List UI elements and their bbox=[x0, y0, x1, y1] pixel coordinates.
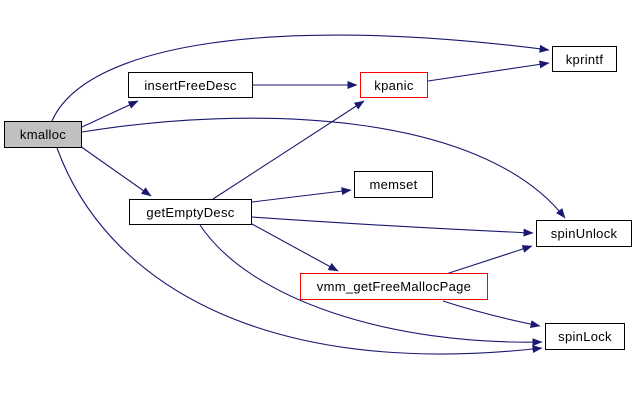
edge-kpanic-to-kprintf bbox=[427, 60, 550, 82]
graph-node-label: kprintf bbox=[565, 51, 604, 67]
edge-kmalloc-to-spinUnlock bbox=[81, 117, 566, 219]
graph-node-getEmptyDesc[interactable]: getEmptyDesc bbox=[129, 199, 252, 225]
graph-node-label: spinLock bbox=[558, 329, 612, 344]
graph-node-vmm_getFreeMallocPage[interactable]: vmm_getFreeMallocPage bbox=[300, 273, 488, 300]
graph-node-insertFreeDesc[interactable]: insertFreeDesc bbox=[128, 72, 253, 98]
edge-kmalloc-to-getEmptyDesc bbox=[79, 145, 152, 197]
graph-node-spinLock[interactable]: spinLock bbox=[545, 323, 625, 350]
edge-getEmptyDesc-to-spinUnlock bbox=[251, 216, 534, 237]
graph-node-memset[interactable]: memset bbox=[354, 171, 433, 198]
edge-kmalloc-to-spinLock bbox=[56, 147, 543, 355]
graph-node-kpanic[interactable]: kpanic bbox=[360, 72, 428, 98]
graph-node-label: getEmptyDesc bbox=[146, 204, 235, 220]
graph-node-label: kmalloc bbox=[19, 127, 67, 142]
edge-getEmptyDesc-to-vmm_getFreeMallocPage bbox=[251, 223, 339, 272]
edge-getEmptyDesc-to-spinLock bbox=[199, 224, 543, 347]
edge-getEmptyDesc-to-memset bbox=[251, 187, 352, 203]
edge-kmalloc-to-kprintf bbox=[51, 34, 550, 122]
graph-node-label: memset bbox=[369, 177, 418, 192]
graph-node-kmalloc[interactable]: kmalloc bbox=[4, 121, 82, 148]
edge-vmm_getFreeMallocPage-to-spinLock bbox=[442, 300, 541, 329]
graph-node-spinUnlock[interactable]: spinUnlock bbox=[536, 220, 632, 247]
graph-node-label: vmm_getFreeMallocPage bbox=[316, 279, 472, 294]
edge-getEmptyDesc-to-kpanic bbox=[212, 100, 365, 200]
graph-node-label: spinUnlock bbox=[550, 226, 618, 241]
graph-node-label: insertFreeDesc bbox=[144, 77, 237, 93]
edge-vmm_getFreeMallocPage-to-spinUnlock bbox=[445, 245, 533, 275]
graph-node-kprintf[interactable]: kprintf bbox=[552, 46, 617, 72]
graph-node-label: kpanic bbox=[374, 77, 414, 93]
edge-kmalloc-to-insertFreeDesc bbox=[81, 100, 139, 128]
